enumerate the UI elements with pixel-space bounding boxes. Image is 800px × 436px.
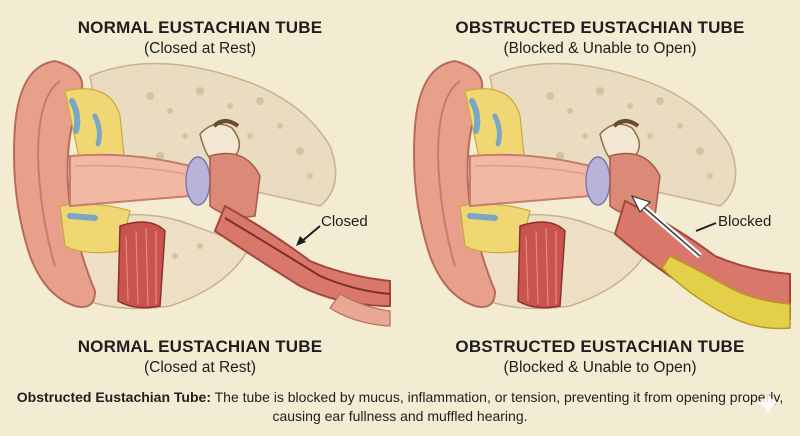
caption-text: The tube is blocked by mucus, inflammati… <box>210 389 784 424</box>
obstructed-bottom-subtitle: (Blocked & Unable to Open) <box>503 359 697 376</box>
eustachian-tube <box>213 204 391 308</box>
normal-bottom-subtitle: (Closed at Rest) <box>144 359 256 376</box>
middle-ear <box>209 152 261 218</box>
normal-ear-illustration <box>13 59 391 327</box>
normal-bottom-title: NORMAL EUSTACHIAN TUBE <box>77 337 323 356</box>
caption-lead: Obstructed Eustachian Tube: <box>16 389 211 405</box>
normal-top-subtitle: (Closed at Rest) <box>144 40 256 57</box>
mucus-blockage <box>661 255 791 330</box>
obstructed-ear-illustration <box>413 59 791 330</box>
obstructed-panel: OBSTRUCTED EUSTACHIAN TUBE (Blocked & Un… <box>400 0 800 380</box>
normal-top-title: NORMAL EUSTACHIAN TUBE <box>77 18 323 37</box>
obstructed-bottom-title: OBSTRUCTED EUSTACHIAN TUBE <box>455 337 745 356</box>
normal-panel: NORMAL EUSTACHIAN TUBE (Closed at Rest) <box>0 0 400 380</box>
obstructed-top-title: OBSTRUCTED EUSTACHIAN TUBE <box>455 18 745 37</box>
arrow-icon <box>630 194 652 214</box>
closed-callout: Closed <box>321 213 368 230</box>
ear-canal <box>69 153 191 208</box>
arrow-icon <box>300 225 321 243</box>
obstructed-top-subtitle: (Blocked & Unable to Open) <box>503 40 697 57</box>
blocked-callout: Blocked <box>718 213 772 230</box>
caption: Obstructed Eustachian Tube: The tube is … <box>0 388 800 426</box>
tensor-muscle <box>117 221 166 309</box>
sparkle-icon <box>756 391 780 415</box>
eardrum <box>185 156 211 206</box>
